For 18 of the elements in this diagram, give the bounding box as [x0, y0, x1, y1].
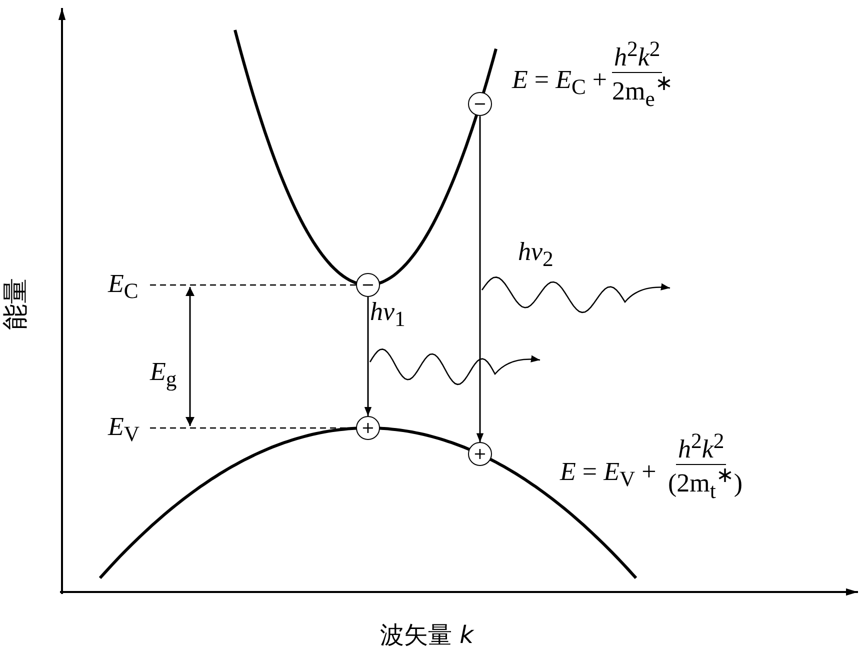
electron-circle: − — [356, 273, 380, 297]
hole-circle: + — [468, 442, 492, 466]
photon-label: hν$_{2}$ — [518, 238, 554, 272]
energy-level-label: E$_{V}$ — [108, 413, 140, 448]
photon-label: hν$_{1}$ — [370, 298, 406, 332]
fraction-numerator: h$^{2}$k$^{2}$ — [676, 430, 726, 466]
energy-gap-label: E$_{g}$ — [150, 358, 177, 392]
axis-title: 波矢量 k — [380, 622, 474, 648]
fraction-denominator: (2m$_{t}$$^{∗}$) — [668, 464, 743, 504]
formula-text: E = E$_{C}$ + — [512, 66, 608, 100]
fraction-numerator: h$^{2}$k$^{2}$ — [612, 38, 662, 74]
formula-text: E = E$_{V}$ + — [560, 458, 656, 492]
transition-arrow — [364, 297, 372, 416]
axis-title: 能量 — [2, 278, 31, 330]
transition-arrow — [476, 116, 484, 442]
hole-circle: + — [356, 416, 380, 440]
energy-level-label: E$_{C}$ — [108, 270, 138, 304]
electron-circle: − — [468, 92, 492, 116]
